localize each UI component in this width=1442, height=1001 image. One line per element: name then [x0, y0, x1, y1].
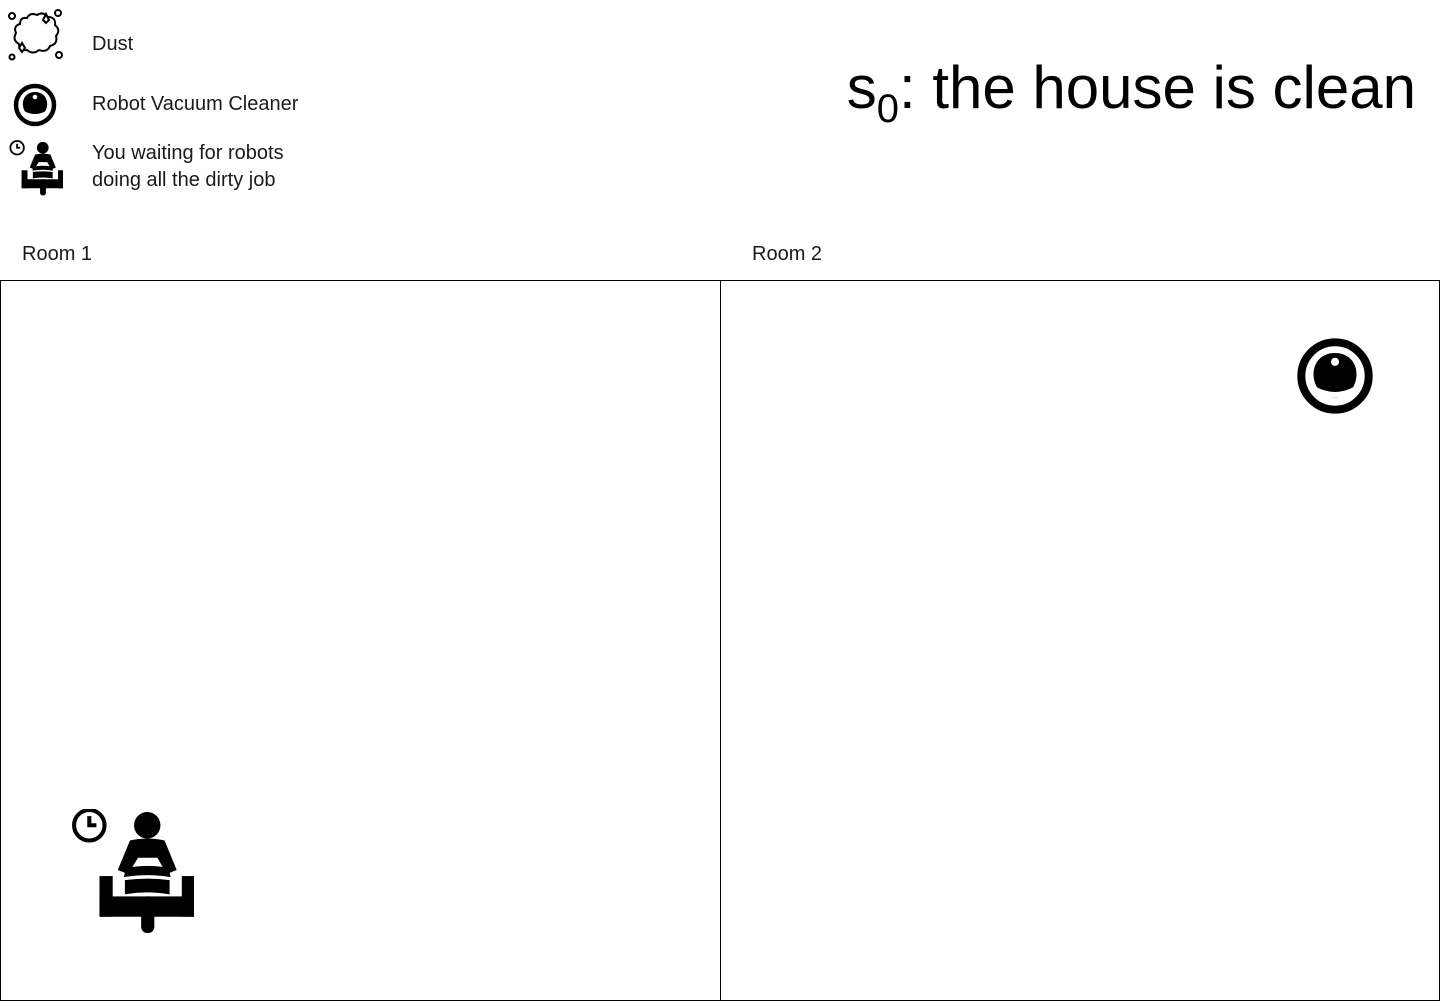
legend-label-robot-vacuum: Robot Vacuum Cleaner: [92, 93, 299, 115]
legend-label-waiting-person-line1: You waiting for robots: [92, 142, 284, 164]
state-description: : the house is clean: [898, 54, 1416, 121]
state-title: s0: the house is clean: [847, 52, 1416, 145]
room-2-label: Room 2: [752, 243, 823, 265]
state-symbol: s: [846, 54, 877, 121]
robot-vacuum-icon: [1297, 338, 1373, 414]
dust-icon: [8, 9, 63, 61]
room-1-label: Room 1: [22, 243, 93, 265]
legend-label-waiting-person-line2: doing all the dirty job: [92, 169, 276, 191]
state-index: 0: [876, 87, 899, 131]
room-2: [720, 280, 1440, 1001]
room-1: [0, 280, 721, 1001]
waiting-person-icon: [9, 140, 63, 196]
legend-label-dust: Dust: [92, 33, 134, 55]
waiting-person-icon: [72, 809, 194, 933]
robot-vacuum-icon: [13, 83, 57, 127]
